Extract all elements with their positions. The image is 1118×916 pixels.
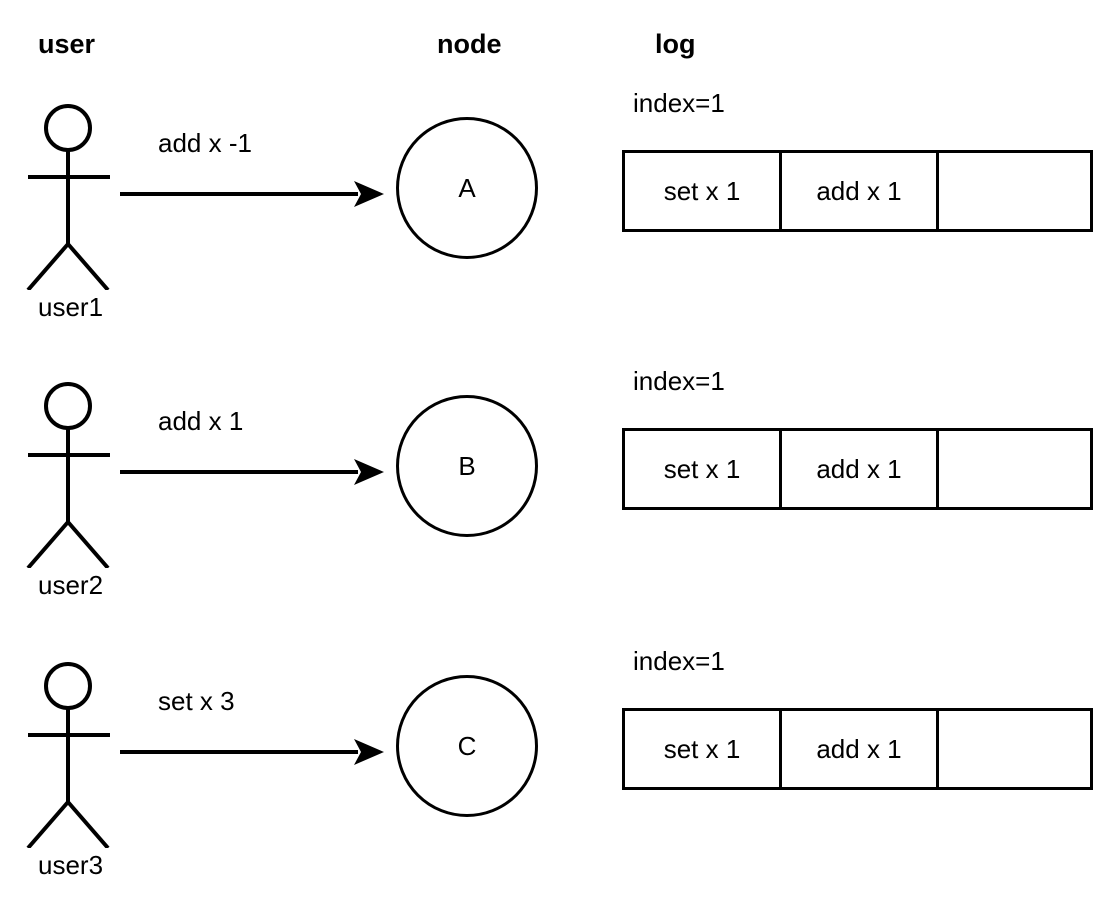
node-circle: A (396, 117, 538, 259)
stick-figure-icon (18, 658, 143, 848)
stick-figure-icon (18, 378, 143, 568)
log-table: set x 1 add x 1 (622, 150, 1093, 232)
right-arrow-icon (118, 454, 384, 490)
log-cell: add x 1 (782, 431, 939, 507)
log-cell: set x 1 (625, 431, 782, 507)
node-label: C (457, 731, 477, 761)
arrow-label: add x 1 (158, 406, 244, 436)
log-cell (939, 431, 1090, 507)
right-arrow-icon (118, 176, 384, 212)
diagram-row: user3 set x 3 C index=1 set x 1 add x 1 (0, 558, 1118, 880)
right-arrow-icon (118, 734, 384, 770)
actor-label: user1 (38, 292, 104, 322)
log-index-label: index=1 (633, 366, 725, 396)
diagram-row: user2 add x 1 B index=1 set x 1 add x 1 (0, 278, 1118, 600)
column-header-user: user (38, 29, 96, 59)
log-table: set x 1 add x 1 (622, 708, 1093, 790)
log-cell: set x 1 (625, 711, 782, 787)
node-circle: B (396, 395, 538, 537)
node-label: B (458, 451, 476, 481)
arrow-label: add x -1 (158, 128, 252, 158)
log-cell: add x 1 (782, 711, 939, 787)
arrow-label: set x 3 (158, 686, 235, 716)
log-cell: set x 1 (625, 153, 782, 229)
log-index-label: index=1 (633, 646, 725, 676)
stick-figure-icon (18, 100, 143, 290)
log-table: set x 1 add x 1 (622, 428, 1093, 510)
column-header-log: log (655, 29, 696, 59)
node-circle: C (396, 675, 538, 817)
actor-label: user2 (38, 570, 104, 600)
log-cell: add x 1 (782, 153, 939, 229)
column-header-node: node (437, 29, 502, 59)
log-cell (939, 711, 1090, 787)
log-index-label: index=1 (633, 88, 725, 118)
actor-label: user3 (38, 850, 104, 880)
diagram-row: user1 add x -1 A index=1 set x 1 add x 1 (0, 0, 1118, 322)
log-cell (939, 153, 1090, 229)
node-label: A (458, 173, 476, 203)
